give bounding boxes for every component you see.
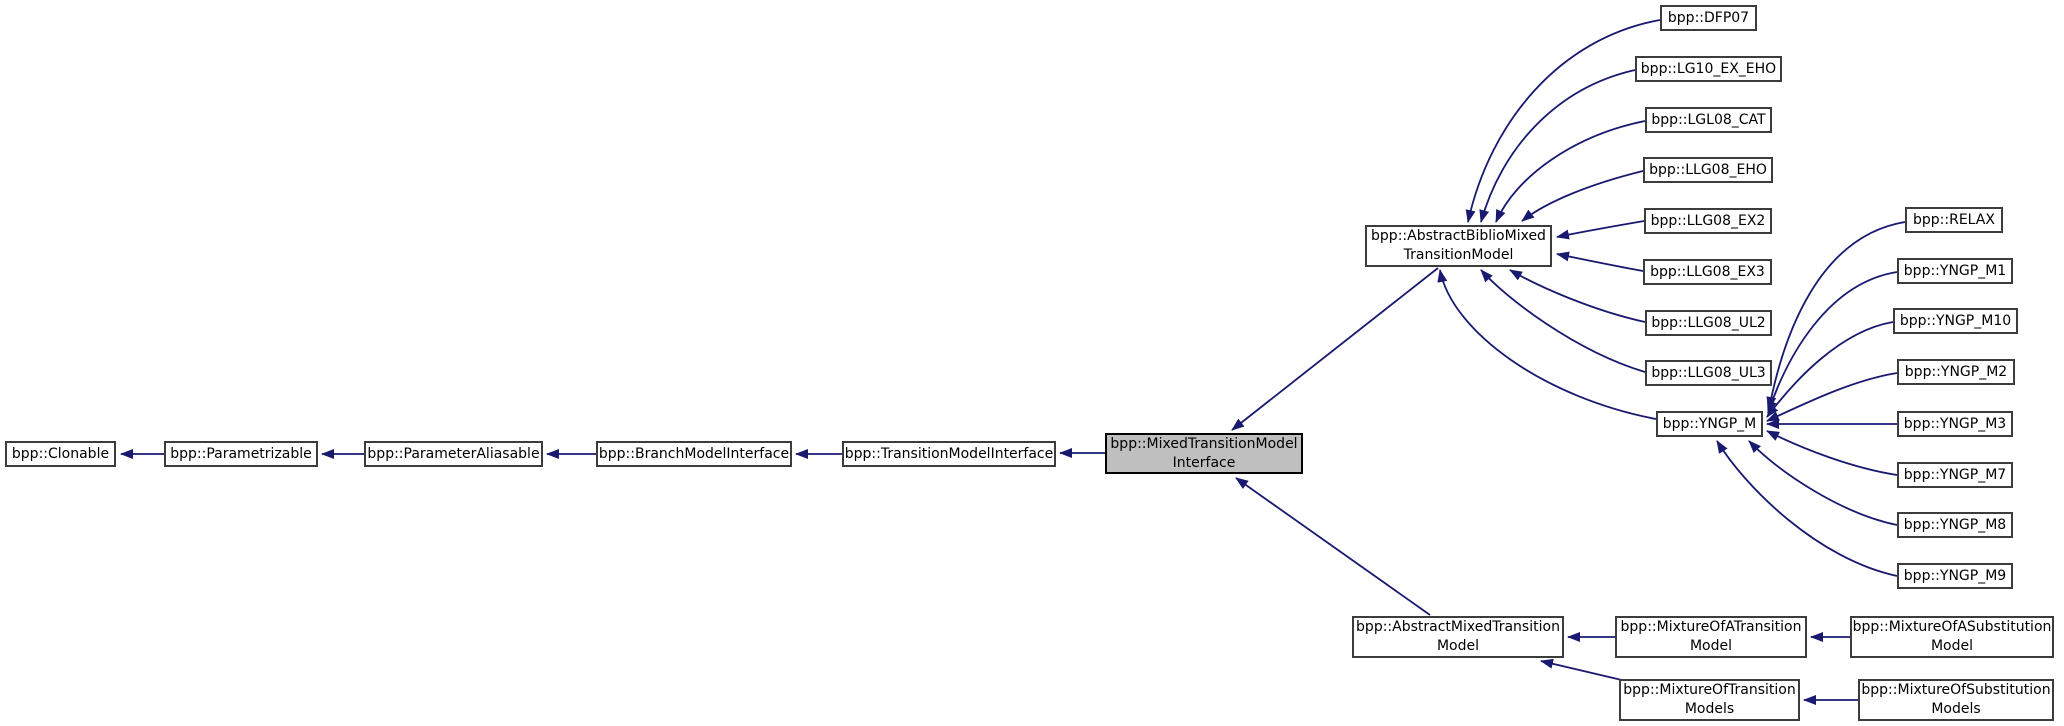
edge-yngpm10-to-yngpm <box>1766 321 1894 418</box>
node-mixture-of-transition-models[interactable]: bpp::MixtureOfTransition Models <box>1619 679 1800 721</box>
edge-lg10exeho-to-abstractbiblio <box>1479 69 1636 223</box>
node-transition-model-interface[interactable]: bpp::TransitionModelInterface <box>842 441 1056 467</box>
node-llg08-eho[interactable]: bpp::LLG08_EHO <box>1643 157 1773 183</box>
node-yngp-m9[interactable]: bpp::YNGP_M9 <box>1897 563 2013 589</box>
node-mixture-of-substitution-models[interactable]: bpp::MixtureOfSubstitution Models <box>1858 679 2054 721</box>
node-yngp-m3[interactable]: bpp::YNGP_M3 <box>1897 411 2013 437</box>
edge-dfp07-to-abstractbiblio <box>1465 19 1661 223</box>
node-yngp-m[interactable]: bpp::YNGP_M <box>1656 411 1763 437</box>
edge-llg08ul3-to-abstractbiblio <box>1480 269 1646 373</box>
edge-yngpm9-to-yngpm <box>1716 440 1898 577</box>
node-abstract-mixed-transition-model[interactable]: bpp::AbstractMixedTransition Model <box>1352 616 1564 658</box>
edge-llg08eho-to-abstractbiblio <box>1521 170 1644 222</box>
node-clonable[interactable]: bpp::Clonable <box>5 441 116 467</box>
node-parameter-aliasable[interactable]: bpp::ParameterAliasable <box>364 441 543 467</box>
edge-mixtureoftransition-to-abstractmixed <box>1540 658 1627 682</box>
edge-yngpm7-to-yngpm <box>1766 430 1898 476</box>
node-yngp-m7[interactable]: bpp::YNGP_M7 <box>1897 462 2013 488</box>
node-lg10-ex-eho[interactable]: bpp::LG10_EX_EHO <box>1635 56 1782 82</box>
node-yngp-m2[interactable]: bpp::YNGP_M2 <box>1897 359 2015 385</box>
edge-yngpm2-to-yngpm <box>1766 372 1898 422</box>
node-mixture-of-a-substitution-model[interactable]: bpp::MixtureOfASubstitution Model <box>1850 616 2054 658</box>
node-lgl08-cat[interactable]: bpp::LGL08_CAT <box>1645 107 1772 133</box>
node-dfp07[interactable]: bpp::DFP07 <box>1660 5 1757 31</box>
node-relax[interactable]: bpp::RELAX <box>1905 207 2003 233</box>
node-parametrizable[interactable]: bpp::Parametrizable <box>164 441 318 467</box>
edge-abstractbiblio-to-mixedtransitionmodel <box>1231 267 1439 431</box>
node-llg08-ex3[interactable]: bpp::LLG08_EX3 <box>1643 259 1772 285</box>
edge-relax-to-yngpm <box>1766 221 1906 410</box>
node-yngp-m10[interactable]: bpp::YNGP_M10 <box>1893 308 2018 334</box>
edge-abstractmixed-to-mixedtransitionmodel <box>1235 477 1431 616</box>
node-yngp-m1[interactable]: bpp::YNGP_M1 <box>1897 258 2013 284</box>
edge-yngpm1-to-yngpm <box>1767 271 1898 414</box>
edge-yngpm-to-abstractbiblio <box>1437 269 1657 420</box>
node-branch-model-interface[interactable]: bpp::BranchModelInterface <box>596 441 792 467</box>
node-llg08-ul2[interactable]: bpp::LLG08_UL2 <box>1645 310 1772 336</box>
node-mixed-transition-model-interface: bpp::MixedTransitionModel Interface <box>1105 433 1303 474</box>
node-yngp-m8[interactable]: bpp::YNGP_M8 <box>1897 512 2013 538</box>
node-llg08-ul3[interactable]: bpp::LLG08_UL3 <box>1645 360 1772 386</box>
node-abstract-biblio-mixed-transition-model[interactable]: bpp::AbstractBiblioMixed TransitionModel <box>1365 225 1552 267</box>
edge-lgl08cat-to-abstractbiblio <box>1495 120 1646 223</box>
edge-llg08ex2-to-abstractbiblio <box>1556 220 1645 240</box>
edge-llg08ex3-to-abstractbiblio <box>1556 251 1644 272</box>
node-mixture-of-a-transition-model[interactable]: bpp::MixtureOfATransition Model <box>1615 616 1807 658</box>
node-llg08-ex2[interactable]: bpp::LLG08_EX2 <box>1644 208 1772 234</box>
edge-yngpm8-to-yngpm <box>1748 440 1898 526</box>
edge-llg08ul2-to-abstractbiblio <box>1509 269 1646 323</box>
